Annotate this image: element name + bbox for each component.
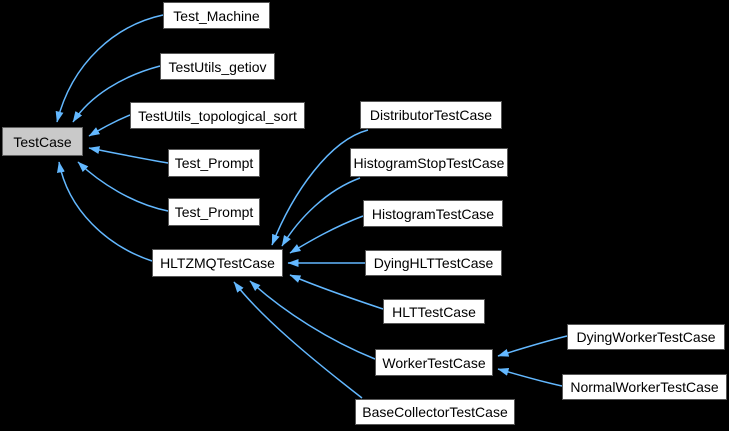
class-node-label: WorkerTestCase [382, 354, 486, 371]
class-node-label: TestCase [13, 133, 72, 150]
inheritance-edge-testutils_topological_sort-to-testcase [88, 114, 131, 137]
class-node-hltzmqtestcase[interactable]: HLTZMQTestCase [152, 249, 283, 277]
class-node-label: TestUtils_getiov [168, 58, 267, 75]
class-node-test_machine[interactable]: Test_Machine [163, 2, 270, 29]
class-node-label: BaseCollectorTestCase [362, 404, 508, 420]
inheritance-edge-basecollectortestcase-to-hltzmqtestcase [233, 281, 363, 399]
class-node-hlttestcase[interactable]: HLTTestCase [383, 299, 485, 324]
class-node-label: Test_Machine [173, 7, 260, 24]
class-node-label: Test_Prompt [174, 155, 254, 171]
class-node-label: HLTZMQTestCase [160, 255, 275, 271]
class-node-test_prompt_2[interactable]: Test_Prompt [168, 198, 260, 226]
class-node-distributortestcase[interactable]: DistributorTestCase [360, 101, 502, 129]
inheritance-edge-test_prompt_2-to-testcase [77, 161, 169, 212]
class-node-label: HLTTestCase [392, 303, 476, 320]
class-node-testutils_getiov[interactable]: TestUtils_getiov [160, 53, 275, 80]
inheritance-edge-testutils_getiov-to-testcase [72, 65, 161, 123]
class-node-testutils_topological_sort[interactable]: TestUtils_topological_sort [130, 102, 305, 129]
class-node-histogramstoptestcase[interactable]: HistogramStopTestCase [350, 148, 508, 177]
inheritance-edge-distributortestcase-to-hltzmqtestcase [271, 129, 369, 246]
class-node-label: TestUtils_topological_sort [138, 107, 297, 124]
class-node-histogramtestcase[interactable]: HistogramTestCase [363, 200, 503, 227]
class-node-label: HistogramStopTestCase [353, 154, 505, 171]
class-node-test_prompt_1[interactable]: Test_Prompt [168, 149, 260, 177]
inheritance-edge-hltzmqtestcase-to-testcase [57, 161, 153, 262]
class-node-label: Test_Prompt [174, 204, 254, 220]
inheritance-edge-histogramtestcase-to-hltzmqtestcase [289, 215, 364, 254]
class-node-basecollectortestcase[interactable]: BaseCollectorTestCase [355, 399, 515, 425]
class-node-label: DyingHLTTestCase [373, 255, 494, 271]
class-node-label: DyingWorkerTestCase [576, 329, 716, 345]
inheritance-edge-dyingworkertestcase-to-workertestcase [497, 335, 568, 357]
inheritance-edge-histogramstoptestcase-to-hltzmqtestcase [281, 177, 361, 247]
inheritance-edges [55, 14, 568, 399]
inheritance-edge-test_machine-to-testcase [55, 14, 164, 123]
class-node-label: HistogramTestCase [371, 205, 495, 222]
inheritance-edge-test_prompt_1-to-testcase [88, 146, 169, 164]
inheritance-edge-normalworkertestcase-to-workertestcase [497, 368, 563, 387]
class-node-testcase: TestCase [2, 127, 83, 156]
inheritance-edge-hlttestcase-to-hltzmqtestcase [289, 274, 384, 310]
class-node-workertestcase[interactable]: WorkerTestCase [375, 349, 493, 376]
class-node-label: NormalWorkerTestCase [570, 379, 719, 395]
class-node-dyingworkertestcase[interactable]: DyingWorkerTestCase [567, 324, 725, 350]
inheritance-edge-workertestcase-to-hltzmqtestcase [249, 280, 376, 360]
class-node-dyinghlttestcase[interactable]: DyingHLTTestCase [365, 250, 502, 276]
class-node-normalworkertestcase[interactable]: NormalWorkerTestCase [562, 374, 727, 400]
class-node-label: DistributorTestCase [369, 107, 493, 123]
